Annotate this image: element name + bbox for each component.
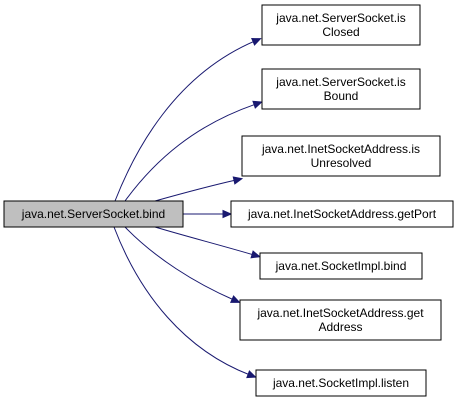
node-label-isClosed-line0: java.net.ServerSocket.is [275,11,405,25]
node-box-bind[interactable] [3,200,184,228]
node-label-implBind-line0: java.net.SocketImpl.bind [275,259,407,273]
node-label-getAddress-line1: Address [318,320,362,334]
arrowhead-isBound [252,100,263,109]
node-label-isUnresolved-line1: Unresolved [311,156,372,170]
arrowhead-isClosed [251,38,262,46]
node-box-implBind[interactable] [259,252,423,280]
node-label-isUnresolved-line0: java.net.InetSocketAddress.is [261,142,420,156]
node-listen[interactable]: java.net.SocketImpl.listen [255,369,427,397]
arrowhead-isUnresolved [232,176,244,185]
arrowhead-getAddress [230,295,241,303]
edge-bind-to-listen [113,226,251,376]
arrowhead-implBind [250,250,261,259]
node-label-bind-line0: java.net.ServerSocket.bind [21,207,165,221]
node-label-isBound-line0: java.net.ServerSocket.is [275,75,405,89]
node-getPort[interactable]: java.net.InetSocketAddress.getPort [230,200,454,228]
call-nodes: java.net.ServerSocket.bind java.net.Serve… [3,4,454,397]
node-label-isClosed-line1: Closed [322,25,359,39]
edge-bind-to-isUnresolved [154,179,237,202]
edge-bind-to-getAddress [124,226,235,301]
node-box-isClosed[interactable] [261,4,421,46]
node-label-getPort-line0: java.net.InetSocketAddress.getPort [247,207,437,221]
node-label-listen-line0: java.net.SocketImpl.listen [272,376,409,390]
edge-bind-to-implBind [154,226,255,256]
arrowhead-getPort [222,209,233,219]
node-box-getAddress[interactable] [239,299,442,341]
edge-bind-to-isClosed [114,40,256,202]
node-box-isBound[interactable] [261,68,421,110]
node-box-isUnresolved[interactable] [241,135,441,177]
edge-bind-to-isBound [124,103,257,202]
node-implBind[interactable]: java.net.SocketImpl.bind [259,252,423,280]
node-box-getPort[interactable] [230,200,454,228]
call-edges [113,38,263,379]
arrowhead-listen [246,370,257,379]
node-label-isBound-line1: Bound [324,89,359,103]
node-label-getAddress-line0: java.net.InetSocketAddress.get [256,306,424,320]
node-box-listen[interactable] [255,369,427,397]
node-bind[interactable]: java.net.ServerSocket.bind [3,200,184,228]
